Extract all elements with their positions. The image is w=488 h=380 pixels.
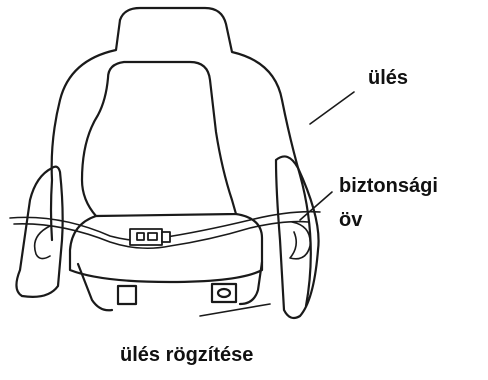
leader-line-seat [310,92,354,124]
seat-belt-left-loop [35,226,50,259]
label-seat: ülés [368,66,408,90]
label-seat-belt-line2: öv [339,208,362,232]
seat-left-side-panel [16,167,62,297]
seat-lower-left-leg [78,264,112,310]
seat-backrest-outline-left [51,20,120,240]
seat-belt-right-loop [290,222,310,259]
seat-lower-right-leg [240,262,262,304]
seat-belt-buckle [130,229,170,245]
seat-mount-bracket-left [118,286,136,304]
label-seat-belt-line1: biztonsági [339,174,438,198]
label-seat-mount: ülés rögzítése [120,343,253,367]
seat-right-side-panel [276,156,319,318]
seat-mount-bracket-right [212,284,236,302]
seat-backrest-pad [82,62,236,216]
leader-line-mount [200,304,270,316]
